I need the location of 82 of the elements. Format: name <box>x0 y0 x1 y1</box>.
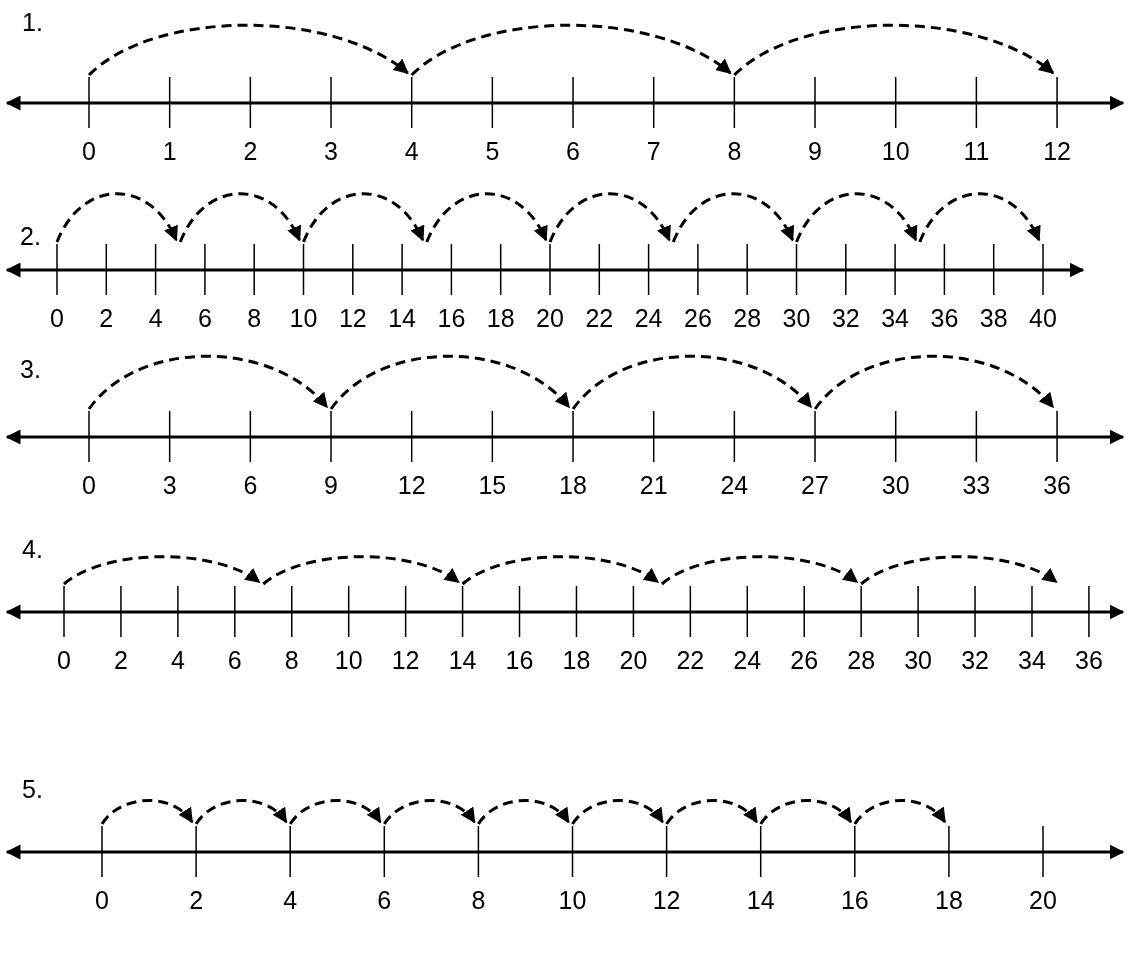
tick-label: 33 <box>962 471 991 499</box>
tick-label: 4 <box>170 646 185 674</box>
tick-label: 0 <box>57 646 71 674</box>
tick-label: 18 <box>562 646 591 674</box>
tick-label: 15 <box>478 471 507 499</box>
tick-label: 14 <box>388 304 416 332</box>
tick-label: 3 <box>162 471 177 499</box>
tick-label: 6 <box>566 137 580 165</box>
tick-label: 0 <box>82 137 96 165</box>
tick-label: 2 <box>189 886 204 914</box>
tick-label: 28 <box>847 646 876 674</box>
tick-label: 1 <box>162 137 177 165</box>
tick-label: 4 <box>404 137 419 165</box>
tick-label: 30 <box>881 471 910 499</box>
tick-label: 6 <box>243 471 258 499</box>
tick-label: 4 <box>283 886 298 914</box>
tick-label: 11 <box>963 137 990 165</box>
tick-label: 6 <box>197 304 212 332</box>
tick-label: 34 <box>881 304 909 332</box>
tick-label: 9 <box>324 471 338 499</box>
tick-label: 2 <box>99 304 114 332</box>
tick-label: 27 <box>801 471 829 499</box>
tick-label: 8 <box>284 646 299 674</box>
tick-label: 14 <box>746 886 775 914</box>
tick-label: 32 <box>961 646 989 674</box>
tick-label: 36 <box>930 304 959 332</box>
problem-number: 1. <box>22 8 43 36</box>
tick-label: 10 <box>289 304 318 332</box>
tick-label: 12 <box>652 886 681 914</box>
tick-label: 30 <box>782 304 811 332</box>
tick-label: 12 <box>338 304 367 332</box>
problem-number: 5. <box>22 775 43 803</box>
tick-label: 18 <box>486 304 515 332</box>
tick-label: 36 <box>1043 471 1071 499</box>
tick-label: 10 <box>334 646 363 674</box>
tick-label: 12 <box>397 471 426 499</box>
tick-label: 10 <box>881 137 910 165</box>
tick-label: 20 <box>1029 886 1057 914</box>
tick-label: 26 <box>684 304 712 332</box>
tick-label: 24 <box>720 471 749 499</box>
tick-label: 16 <box>437 304 466 332</box>
problem-number: 2. <box>20 222 41 250</box>
tick-label: 24 <box>634 304 663 332</box>
tick-label: 38 <box>979 304 1008 332</box>
tick-label: 24 <box>733 646 762 674</box>
tick-label: 3 <box>324 137 338 165</box>
tick-label: 6 <box>377 886 392 914</box>
tick-label: 26 <box>790 646 819 674</box>
tick-label: 10 <box>558 886 587 914</box>
tick-label: 8 <box>727 137 742 165</box>
tick-label: 40 <box>1029 304 1057 332</box>
tick-label: 7 <box>646 137 661 165</box>
tick-label: 22 <box>676 646 705 674</box>
tick-label: 36 <box>1075 646 1103 674</box>
tick-label: 21 <box>639 471 668 499</box>
tick-label: 0 <box>50 304 64 332</box>
tick-label: 20 <box>536 304 564 332</box>
tick-label: 22 <box>585 304 614 332</box>
tick-label: 34 <box>1018 646 1046 674</box>
tick-label: 8 <box>247 304 262 332</box>
tick-label: 6 <box>227 646 242 674</box>
tick-label: 30 <box>904 646 932 674</box>
tick-label: 12 <box>1043 137 1071 165</box>
tick-label: 4 <box>148 304 163 332</box>
tick-label: 0 <box>95 886 109 914</box>
tick-label: 16 <box>505 646 534 674</box>
tick-label: 14 <box>448 646 477 674</box>
tick-label: 9 <box>808 137 822 165</box>
tick-label: 2 <box>243 137 258 165</box>
tick-label: 18 <box>559 471 587 499</box>
tick-label: 12 <box>391 646 420 674</box>
tick-label: 5 <box>485 137 500 165</box>
problem-number: 3. <box>20 355 41 383</box>
tick-label: 32 <box>831 304 860 332</box>
tick-label: 20 <box>619 646 648 674</box>
problem-number: 4. <box>22 535 43 563</box>
tick-label: 28 <box>733 304 762 332</box>
tick-label: 0 <box>82 471 96 499</box>
tick-label: 16 <box>840 886 869 914</box>
tick-label: 2 <box>114 646 128 674</box>
tick-label: 18 <box>935 886 963 914</box>
tick-label: 8 <box>471 886 486 914</box>
